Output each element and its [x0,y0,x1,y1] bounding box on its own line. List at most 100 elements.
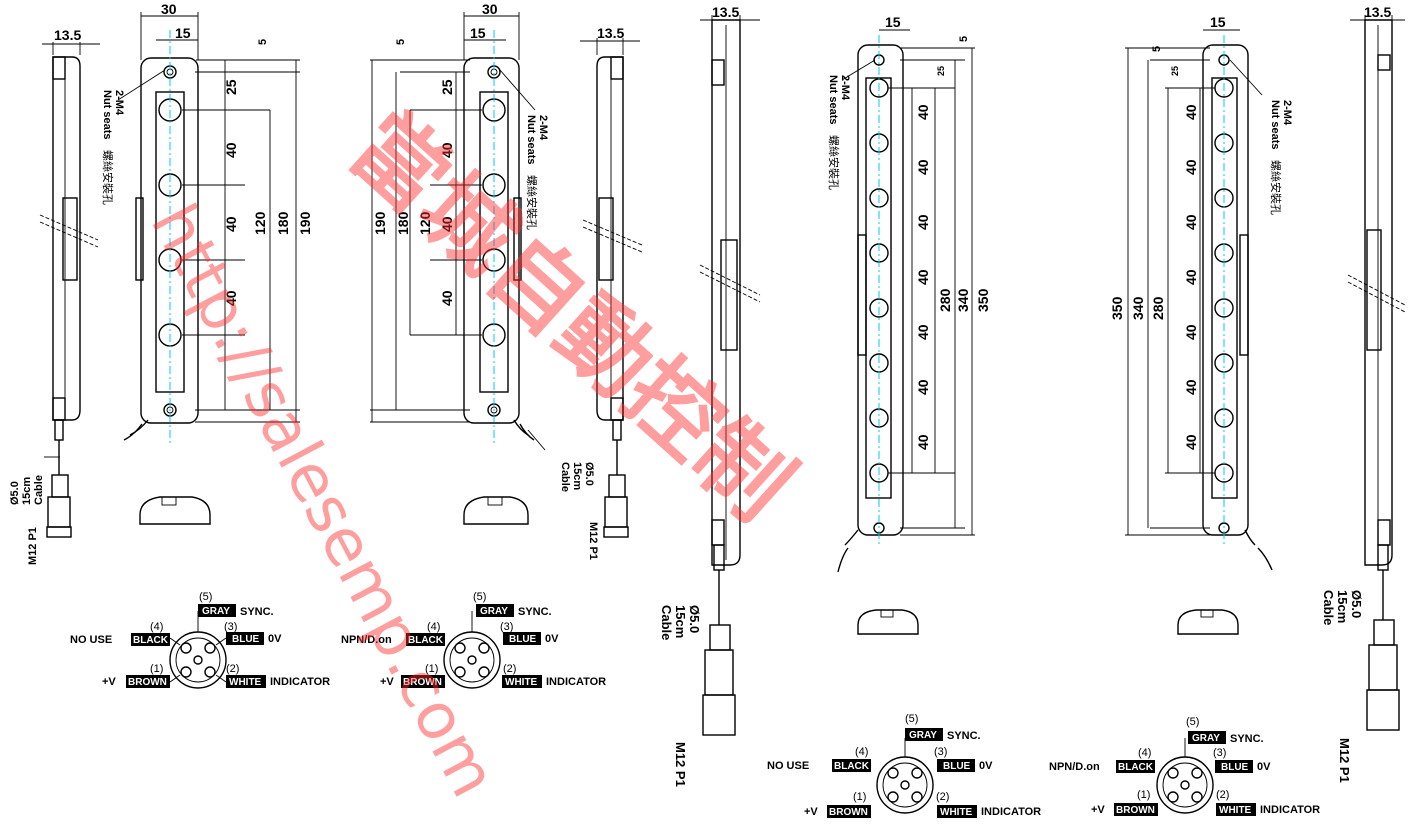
pin1-r2: (1) [853,791,866,803]
dim-spacing-3: 40 [223,290,239,306]
wire-gray-r: GRAY [202,606,230,617]
wire-gray-r2: GRAY [909,730,937,741]
wire-gray-e: GRAY [480,606,508,617]
dim-first-hole-r2: 25 [1170,66,1180,76]
dim-spacing-r2-4: 40 [1183,269,1199,285]
mounting-block-right-1 [857,609,919,635]
pin5-r: (5) [199,591,212,603]
dim-side-width: 13.5 [54,27,81,43]
wire-black-r2: BLACK [834,761,870,772]
front-view-right-1: 15 [837,14,975,573]
dim-spacing-r1-5: 40 [915,324,931,340]
pin3-e2: (3) [1213,747,1226,759]
wire-brown-e2: BROWN [1116,805,1155,816]
dim-side-width-r1: 13.5 [712,4,739,20]
watermark-url: http://salesemp.com [136,193,510,809]
wiring-receiver-right [876,738,934,814]
dim-outer-length: 180 [275,211,291,235]
cable-len-right-2: 15cm [1335,590,1350,623]
dim-spacing-r1-3: 40 [915,214,931,230]
dim-pitch-width-r1: 15 [885,14,901,30]
dim-spacing-r2-6: 40 [1183,379,1199,395]
cable-word-left-2: Cable [559,462,571,492]
dim-outer-length-2: 180 [395,211,411,235]
dim-top-offset-2: 5 [395,39,407,45]
wire-white-fn-e: INDICATOR [546,676,606,688]
cable-dia-left-2: Ø5.0 [583,462,595,486]
connector-left-2: M12 P1 [587,522,599,560]
dim-spacing-r2-3: 40 [1183,214,1199,230]
pin5-e: (5) [473,591,486,603]
connector-right-2: M12 P1 [1337,738,1352,783]
nut-note-cn-b: 螺絲安裝孔 [525,175,539,230]
wire-blue-fn-e2: 0V [1257,761,1271,773]
connector-left-1: M12 P1 [27,527,39,565]
dim-pitch-width-r2: 15 [1210,14,1226,30]
pin2-e: (2) [503,663,516,675]
wire-white-r: WHITE [229,677,262,688]
mounting-block-left-1 [139,496,211,525]
wire-white-fn-e2: INDICATOR [1260,804,1320,816]
dim-overall-length-2: 190 [372,211,388,235]
dim-top-offset-r1: 5 [958,36,970,42]
pin4-r: (4) [150,621,163,633]
wiring-emitter-right [1156,738,1214,814]
wire-white-fn-r: INDICATOR [270,676,330,688]
wire-gray-e2: GRAY [1192,733,1220,744]
dim-spacing-2-1: 40 [439,142,455,158]
connector-right-1: M12 P1 [673,742,688,787]
dim-pitch-width: 15 [175,25,191,41]
dim-first-hole: 25 [223,79,239,95]
cable-len-left-1: 15cm [21,477,33,505]
wire-black-fn-e2: NPN/D.on [1049,761,1100,773]
nut-note-2-r1: Nut seats [827,75,839,125]
wire-sync-e2: SYNC. [1230,733,1264,745]
dim-overall-length-r1: 350 [975,288,991,312]
nut-note-2-b: Nut seats [525,115,537,165]
wire-sync-r: SYNC. [240,606,274,618]
dim-spacing-r1-2: 40 [915,159,931,175]
dim-spacing-r1-4: 40 [915,269,931,285]
wire-sync-r2: SYNC. [947,730,981,742]
dim-inner-length-r1: 280 [937,288,953,312]
wire-white-e: WHITE [505,677,538,688]
dim-top-offset: 5 [257,39,269,45]
wire-blue-fn-r2: 0V [979,760,993,772]
dim-spacing-r1-7: 40 [915,434,931,450]
dim-spacing-r1-1: 40 [915,104,931,120]
dim-inner-length-2: 120 [417,211,433,235]
dim-overall-length-r2: 350 [1109,296,1125,320]
pin3-e: (3) [500,621,513,633]
dim-first-hole-2: 25 [439,79,455,95]
cable-len-left-2: 15cm [571,462,583,490]
wire-blue-r2: BLUE [943,761,971,772]
dim-top-offset-r2: 5 [1151,46,1163,52]
wire-black-e: BLACK [408,635,444,646]
pin2-e2: (2) [1216,789,1229,801]
wire-white-e2: WHITE [1219,805,1252,816]
pin4-e: (4) [427,621,440,633]
side-view-left-2: 13.5 [580,25,643,538]
dim-spacing-r1-6: 40 [915,379,931,395]
dim-spacing-2: 40 [223,216,239,232]
cable-dia-right-2: Ø5.0 [1349,590,1364,618]
dim-inner-length-r2: 280 [1150,296,1166,320]
pin5-r2: (5) [905,713,918,725]
cable-word-right-1: Cable [659,605,674,640]
wire-blue-e2: BLUE [1221,762,1249,773]
wiring-emitter-left [443,611,501,689]
dim-outer-length-r2: 340 [1130,296,1146,320]
cable-len-right-1: 15cm [673,605,688,638]
pin1-e: (1) [425,663,438,675]
wire-black-e2: BLACK [1118,762,1154,773]
pin1-r: (1) [150,663,163,675]
nut-note-1-b: 2-M4 [537,115,549,141]
pin5-e2: (5) [1186,716,1199,728]
dim-spacing-r2-1: 40 [1183,104,1199,120]
wire-brown-r: BROWN [128,677,167,688]
wire-white-fn-r2: INDICATOR [981,806,1041,818]
nut-note-1-r2: 2-M4 [1281,100,1293,126]
wire-white-r2: WHITE [940,807,973,818]
front-view-right-2: 15 [1125,14,1273,571]
